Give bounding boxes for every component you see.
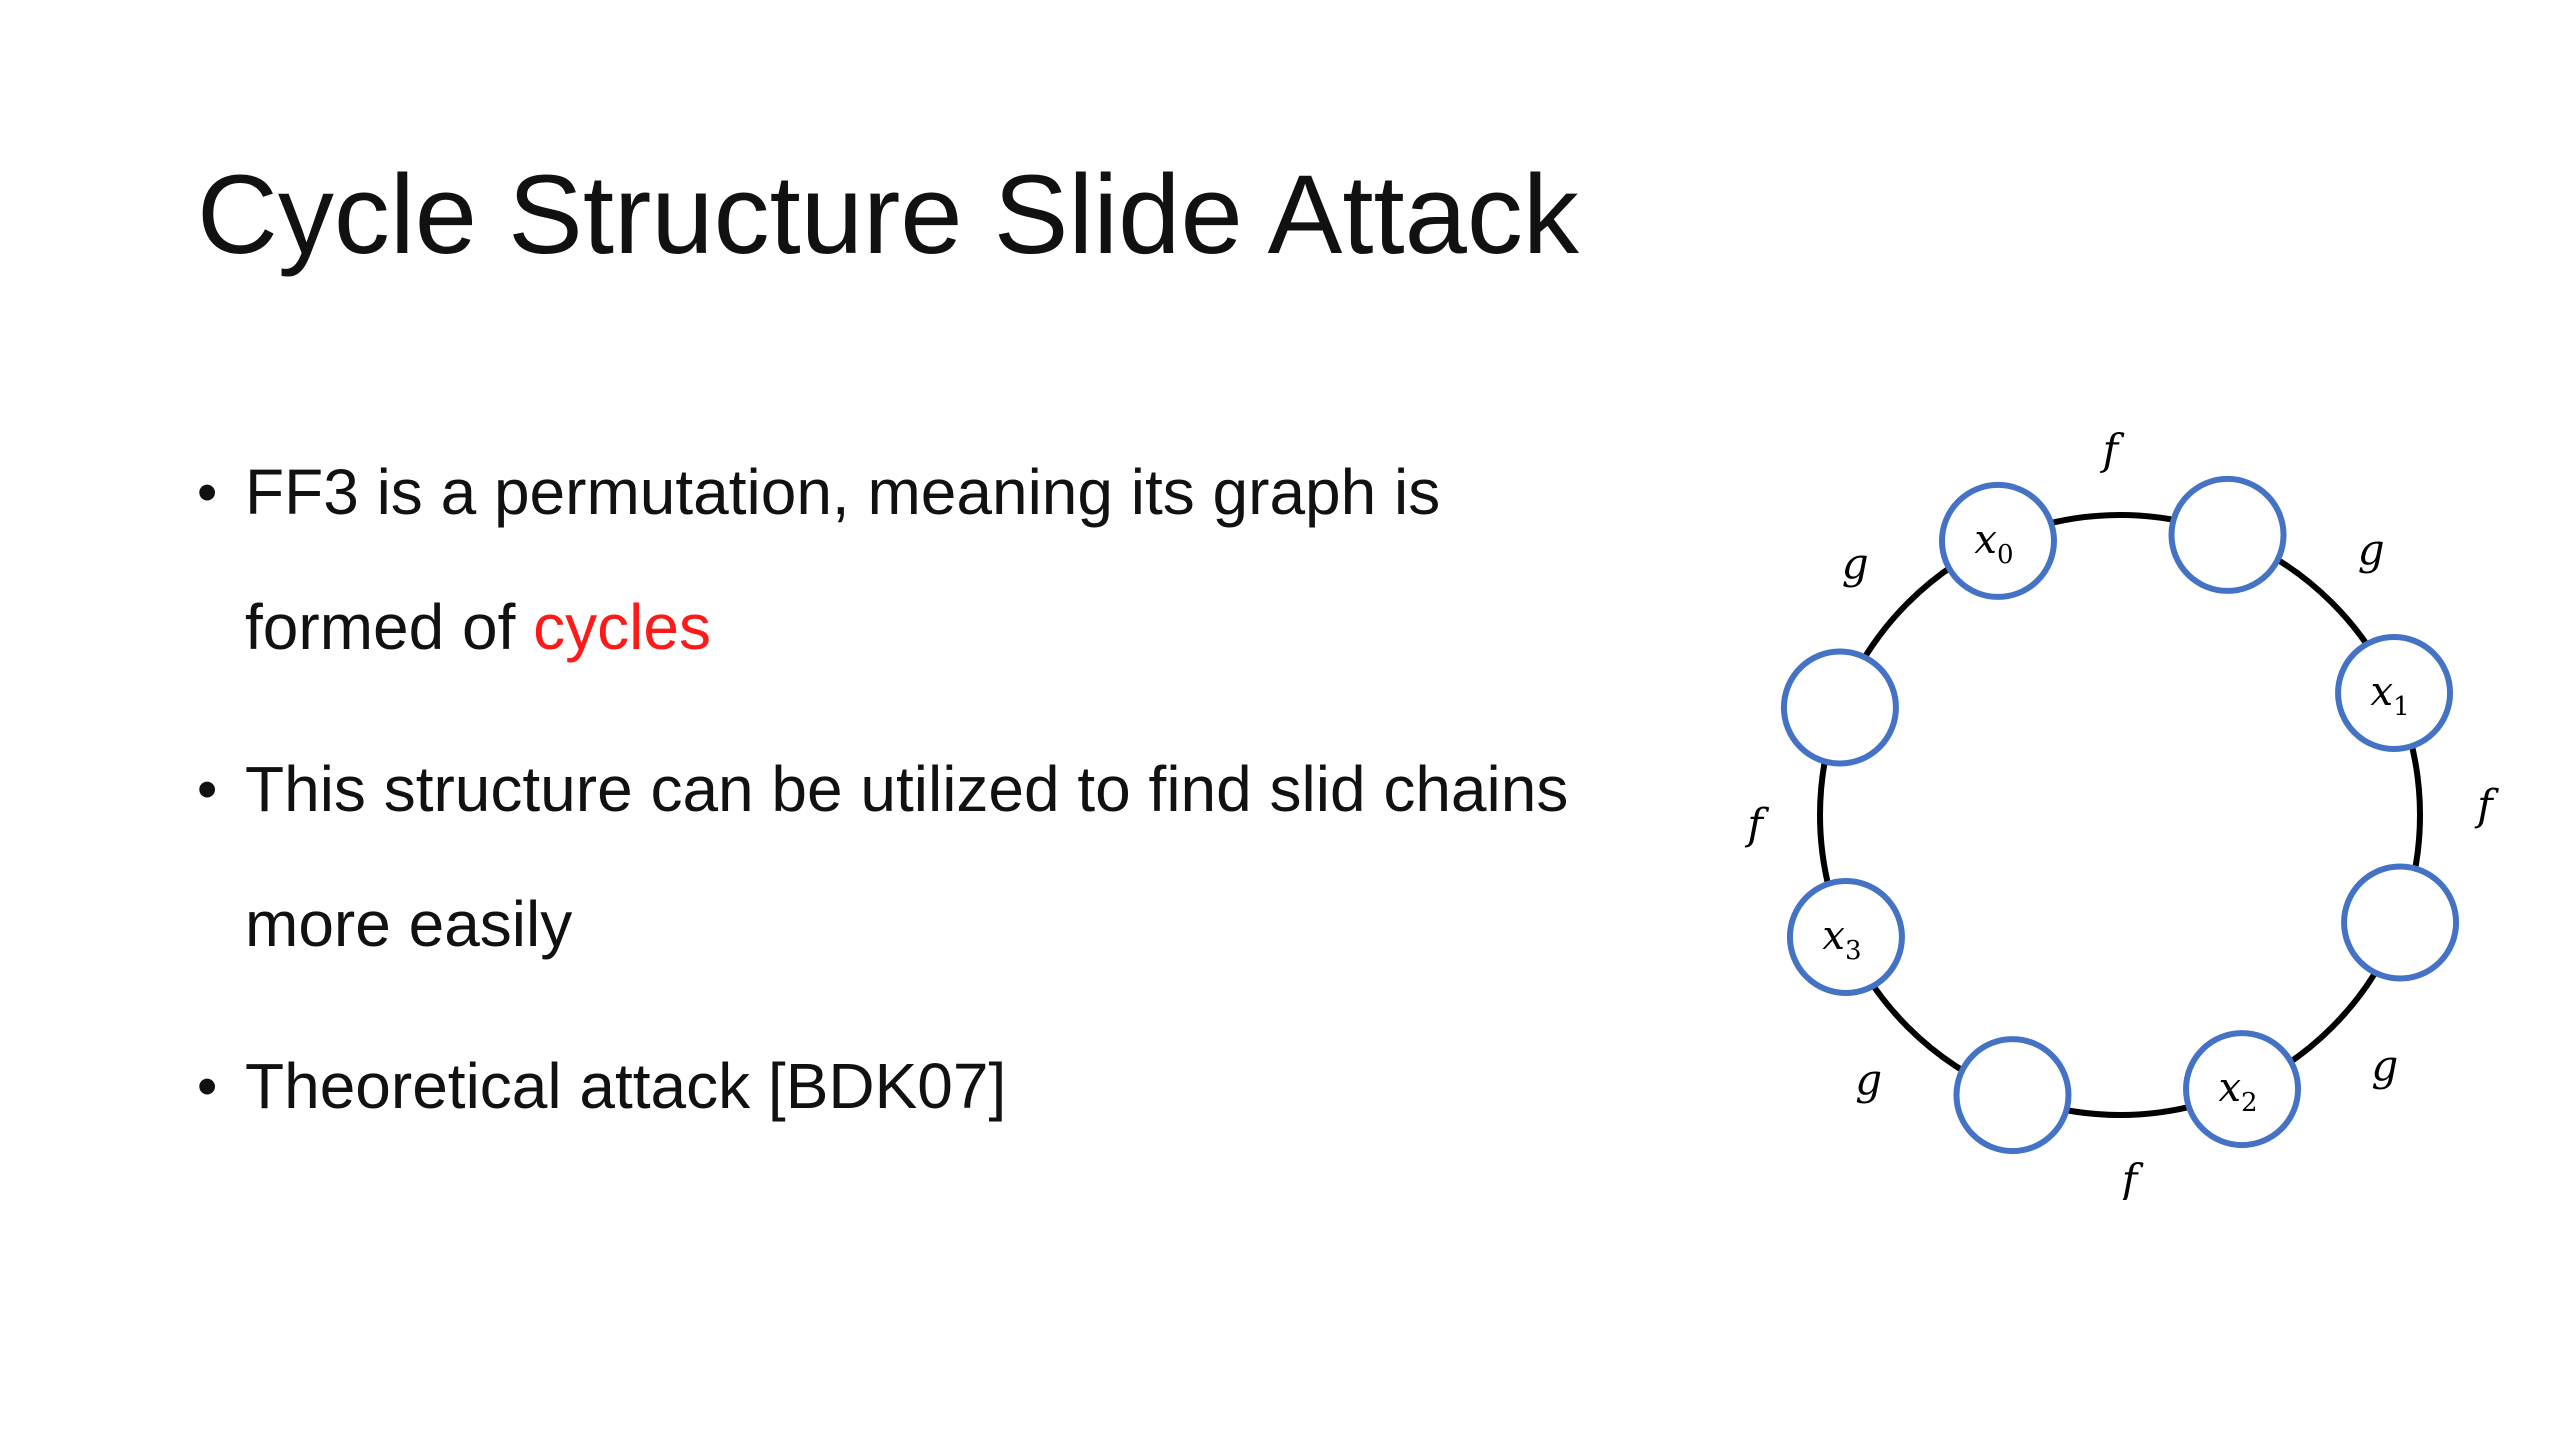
bullet-marker: • <box>197 1054 218 1119</box>
cycle-node <box>2341 863 2460 982</box>
edge-label-f: f <box>2474 780 2499 829</box>
edge-label-g: g <box>1842 539 1869 588</box>
cycle-node: x0 <box>1938 481 2057 600</box>
node-layer: x0 x1 x2 x3 <box>1780 475 2460 1155</box>
cycle-node: x2 <box>2183 1030 2302 1149</box>
cycles-highlight: cycles <box>533 591 711 663</box>
node-circle <box>1786 878 1905 997</box>
bullet-item-permutation: • FF3 is a permutation, meaning its grap… <box>197 425 1717 695</box>
cycle-node: x3 <box>1786 878 1905 997</box>
node-circle <box>2183 1030 2302 1149</box>
edge-label-f: f <box>2119 1155 2144 1200</box>
cycle-ring <box>1817 512 2423 1118</box>
bullet-list: • FF3 is a permutation, meaning its grap… <box>197 425 1717 1181</box>
edge-label-g: g <box>2358 525 2385 574</box>
bullet-1-line-2: formed of <box>245 591 534 663</box>
edge-label-f: f <box>1744 800 1769 849</box>
node-label: x3 <box>1822 913 1861 966</box>
cycle-diagram: f g f g f g f g x0 x1 x2 x3 <box>1744 430 2499 1200</box>
bullet-item-theoretical-attack: • Theoretical attack [BDK07] <box>197 1019 1717 1154</box>
node-circle <box>1953 1036 2072 1155</box>
node-label: x2 <box>2218 1065 2257 1118</box>
cycle-node <box>1780 648 1899 767</box>
bullet-3-line-1: Theoretical attack [BDK07] <box>245 1050 1007 1122</box>
node-label: x0 <box>1974 517 2013 570</box>
node-circle <box>1938 481 2057 600</box>
bullet-2-line-2: more easily <box>245 888 573 960</box>
cycle-node <box>1953 1036 2072 1155</box>
cycle-node <box>2168 475 2287 594</box>
bullet-1-line-1: FF3 is a permutation, meaning its graph … <box>245 456 1441 528</box>
edge-label-g: g <box>2371 1041 2398 1090</box>
node-circle <box>1780 648 1899 767</box>
edge-label-g: g <box>1855 1055 1882 1104</box>
cycle-node: x1 <box>2335 633 2454 752</box>
node-circle <box>2341 863 2460 982</box>
bullet-2-line-1: This structure can be utilized to find s… <box>245 753 1569 825</box>
bullet-marker: • <box>197 757 218 822</box>
node-label: x1 <box>2371 669 2410 722</box>
node-circle <box>2168 475 2287 594</box>
edge-label-f: f <box>2100 430 2125 474</box>
edge-label-layer: f g f g f g f g <box>1744 430 2499 1200</box>
node-circle <box>2335 633 2454 752</box>
bullet-marker: • <box>197 460 218 525</box>
bullet-item-structure: • This structure can be utilized to find… <box>197 722 1717 992</box>
slide-title: Cycle Structure Slide Attack <box>197 152 1579 277</box>
